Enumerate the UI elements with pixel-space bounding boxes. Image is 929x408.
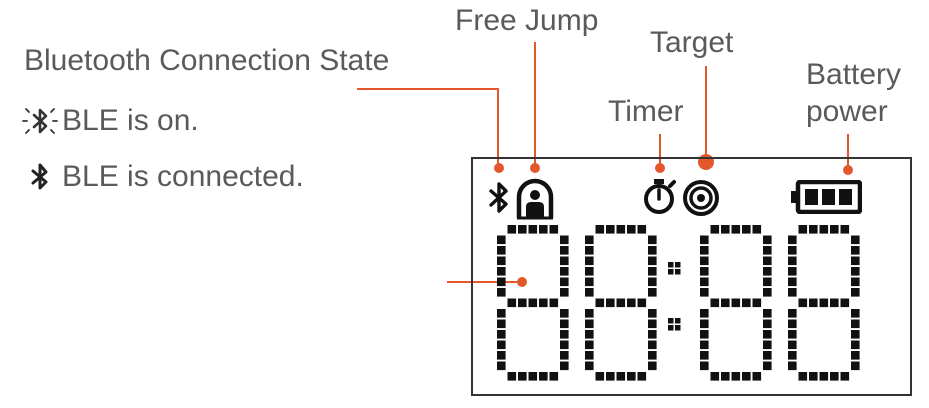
legend-ble-on-text: BLE is on. — [62, 104, 199, 137]
bluetooth-icon — [489, 182, 508, 213]
lcd-digit-2 — [585, 225, 657, 381]
legend-ble-connected: BLE is connected. — [22, 160, 304, 194]
bluetooth-callout-line — [357, 88, 499, 166]
legend-ble-on: BLE is on. — [22, 104, 199, 138]
target-icon — [683, 180, 719, 216]
jumper-person-icon — [516, 178, 554, 220]
lcd-colon — [668, 262, 681, 331]
battery-label-line2: power — [806, 95, 888, 128]
timer-callout-dot — [655, 163, 665, 173]
lcd-digit-4 — [788, 225, 860, 381]
free-jump-label: Free Jump — [455, 4, 599, 37]
lcd-display — [471, 157, 912, 396]
lcd-digit-3 — [700, 225, 772, 381]
target-label: Target — [650, 26, 734, 59]
legend-ble-connected-text: BLE is connected. — [62, 160, 304, 193]
bluetooth-callout-dot — [494, 163, 504, 173]
stopwatch-icon — [644, 179, 676, 214]
bluetooth-state-label: Bluetooth Connection State — [24, 44, 390, 77]
battery-label-line1: Battery — [806, 58, 902, 91]
battery-icon — [791, 180, 862, 214]
lcd-digit-1 — [497, 225, 569, 381]
free-jump-callout-dot — [530, 163, 540, 173]
timer-label: Timer — [608, 95, 684, 128]
battery-callout-dot — [843, 165, 853, 175]
digits-callout-dot — [517, 277, 527, 287]
bluetooth-icon — [31, 163, 48, 190]
bluetooth-blinking-icon — [22, 108, 58, 134]
